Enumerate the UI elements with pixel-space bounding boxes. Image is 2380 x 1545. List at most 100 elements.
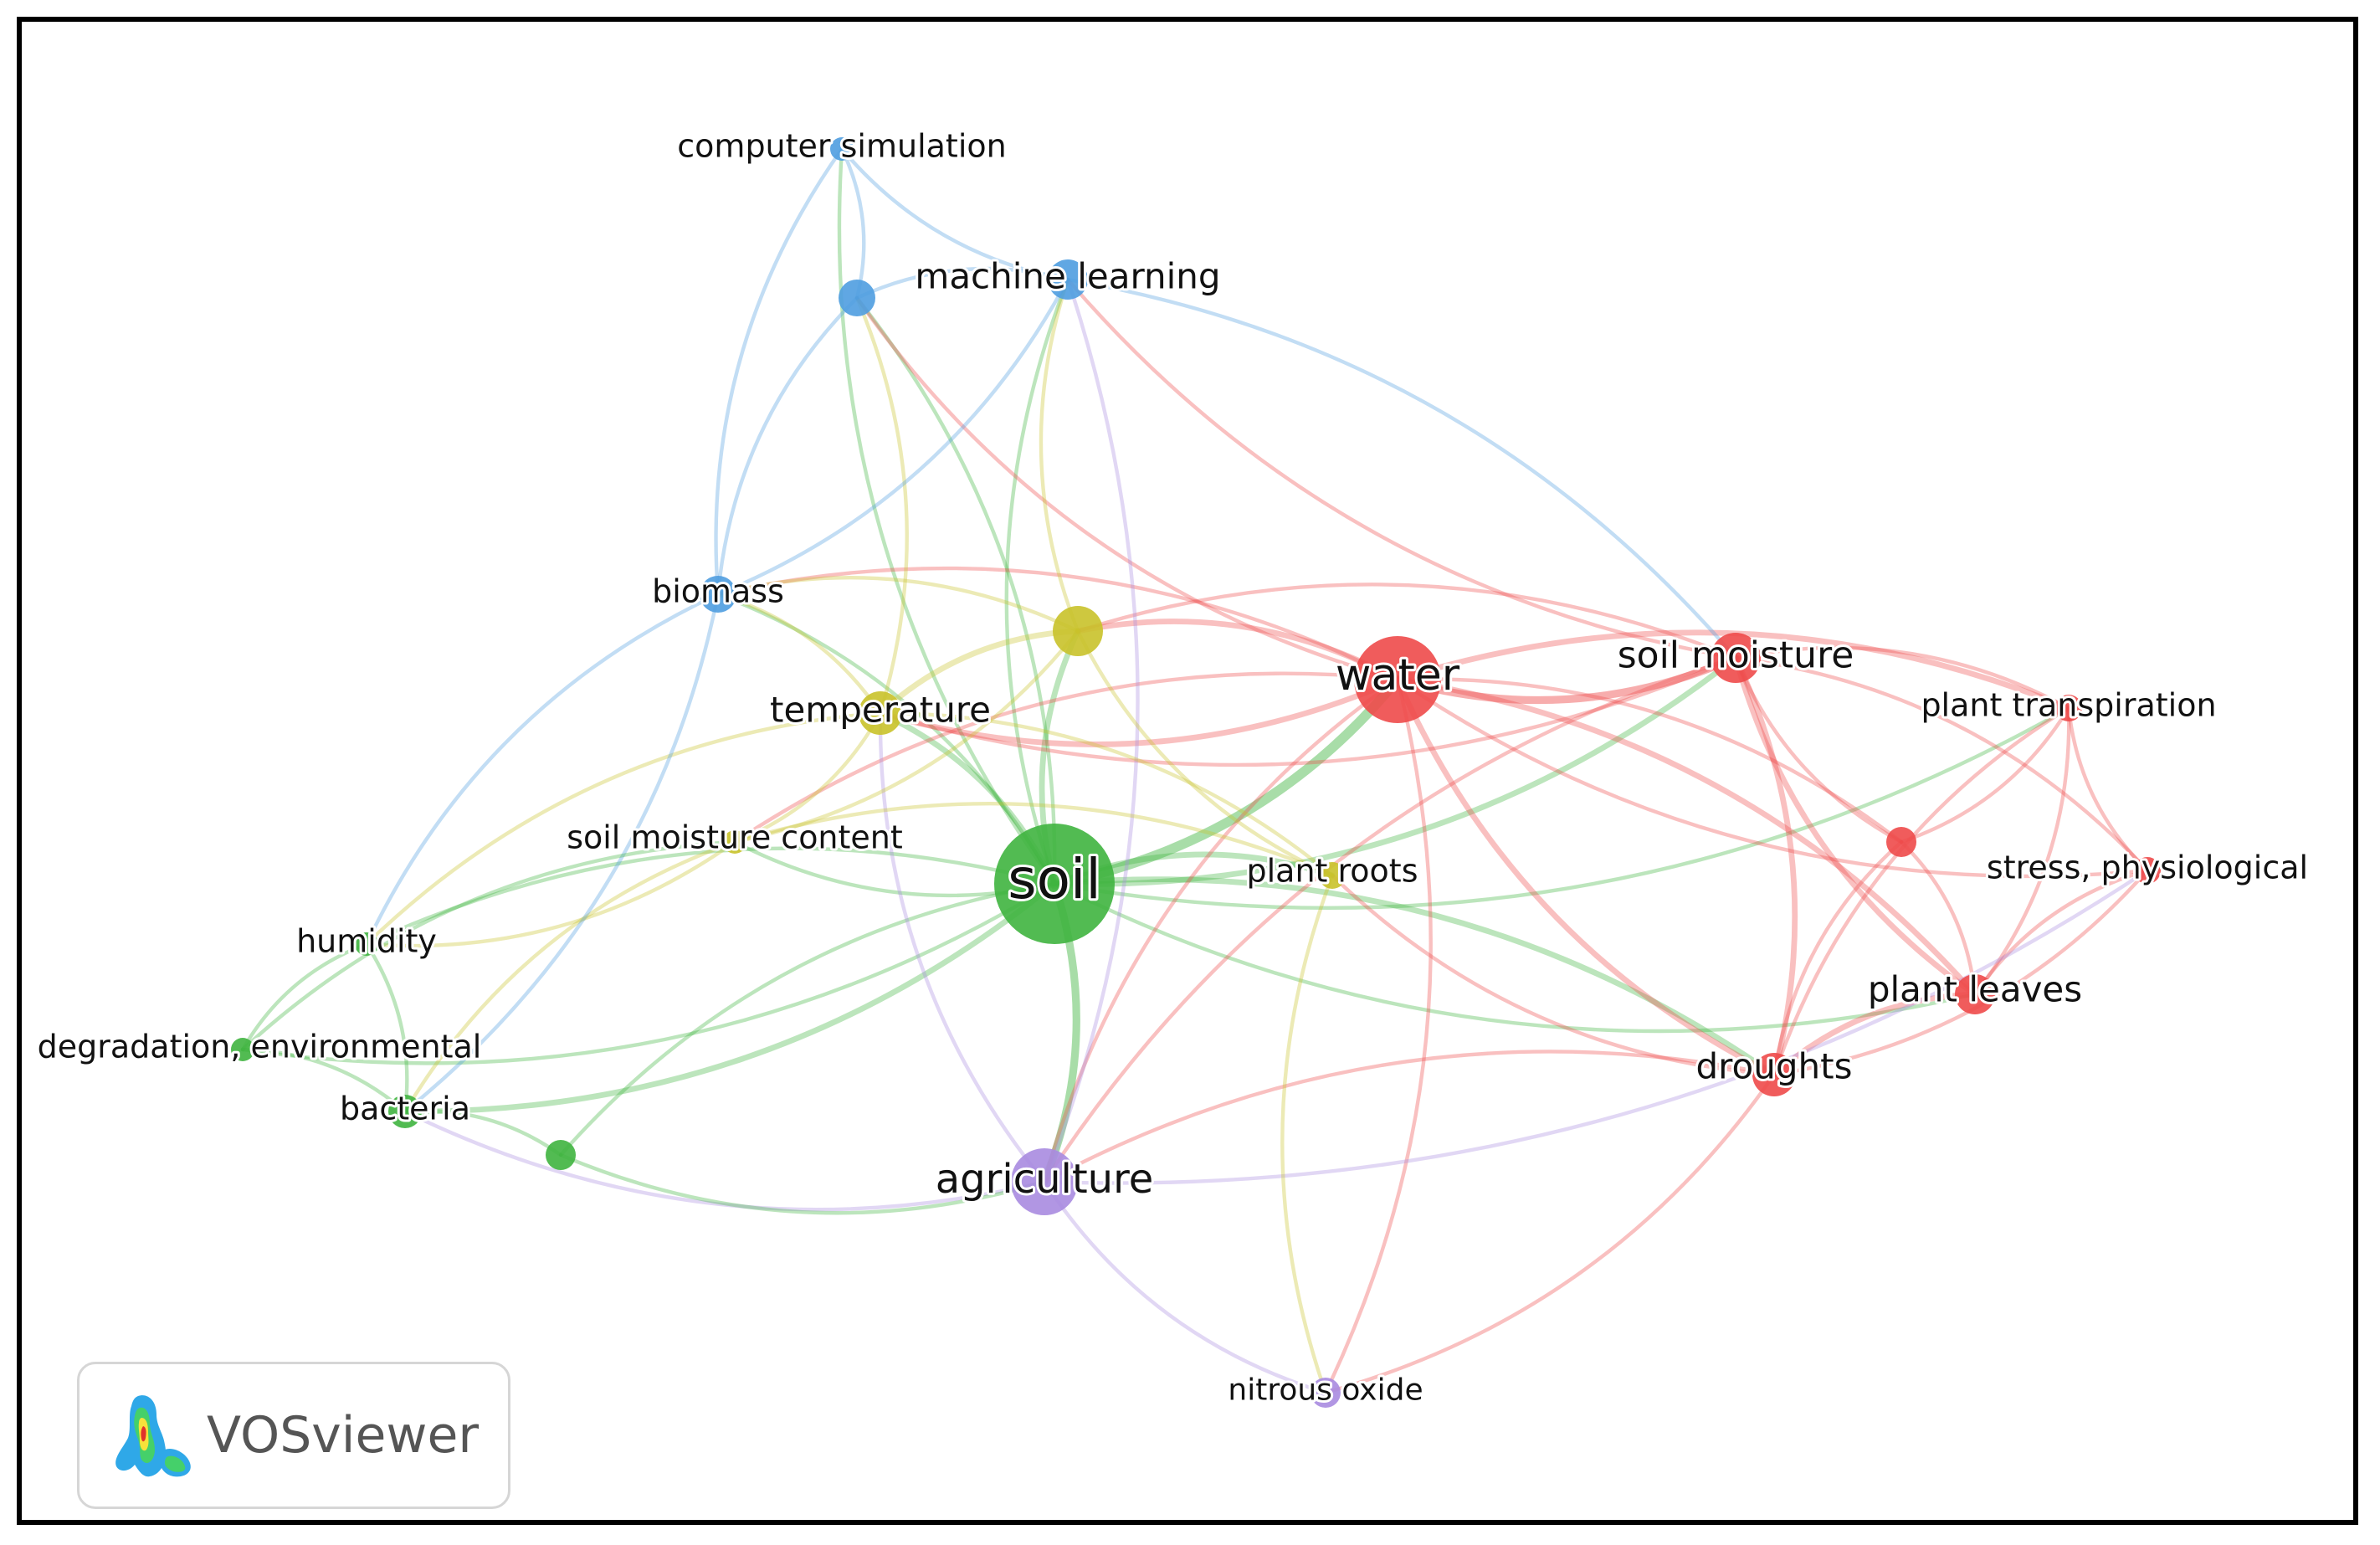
node-label-temperature: temperature [770, 690, 991, 731]
node-label-stress-physiological: stress, physiological [1987, 849, 2308, 885]
edge-soil-bacteria [402, 880, 1058, 1115]
edge-soil_moisture-plant_transpiration [1733, 645, 2071, 711]
node-droughts[interactable] [1752, 1053, 1796, 1096]
edge-droughts-nitrous_oxide [1323, 1072, 1777, 1395]
node-nitrous-oxide[interactable] [1311, 1378, 1341, 1408]
edge-yellow_unlabeled-plant_roots [1075, 629, 1335, 878]
edge-humidity-degradation_environmental [240, 942, 369, 1052]
edge-soil_moisture_content-bacteria [403, 839, 737, 1114]
edge-water-blue_unlabeled [854, 295, 1400, 682]
keyword-network: computer simulation machine learning bioma… [35, 125, 2311, 1409]
edge-plant_transpiration-red_unlabeled [1899, 706, 2071, 844]
edge-layer [240, 146, 2150, 1395]
edge-soil_moisture_content-plant_roots [732, 801, 1335, 878]
node-label-computer-simulation: computer simulation [677, 127, 1006, 164]
edge-soil-computer_simulation [837, 146, 1057, 886]
edge-biomass-blue_unlabeled [716, 295, 859, 597]
edge-water-stress_physiological [1395, 677, 2150, 879]
node-label-plant-roots: plant roots [1246, 852, 1418, 889]
edge-biomass-humidity [364, 592, 721, 947]
node-soil-moisture[interactable] [1711, 633, 1761, 683]
edge-soil-droughts [1051, 876, 1777, 1078]
node-label-humidity: humidity [296, 922, 437, 959]
node-plant-transpiration[interactable] [2055, 695, 2082, 721]
node-label-machine-learning: machine learning [915, 256, 1220, 297]
edge-water-droughts [1394, 676, 1777, 1078]
node-bacteria[interactable] [388, 1095, 422, 1128]
edge-temperature-yellow_unlabeled [877, 628, 1081, 716]
edge-bacteria-degradation_environmental [240, 1047, 408, 1114]
vosviewer-logo-icon [115, 1395, 191, 1477]
edge-bacteria-green_unlabeled [403, 1108, 563, 1157]
node-label-soil-moisture-content: soil moisture content [567, 819, 903, 855]
node-stress-physiological[interactable] [2134, 857, 2161, 884]
edge-soil_moisture-stress_physiological [1733, 655, 2150, 873]
vosviewer-logo-text: VOSviewer [207, 1406, 480, 1465]
node-label-agriculture: agriculture [936, 1156, 1154, 1203]
edge-soil_moisture-plant_leaves [1732, 654, 1978, 998]
node-red-unlabeled[interactable] [1886, 827, 1916, 857]
edge-soil_moisture-temperature [878, 655, 1738, 767]
edge-temperature-soil_moisture_content [732, 711, 883, 844]
node-soil-moisture-content[interactable] [723, 830, 746, 854]
node-soil[interactable] [994, 824, 1115, 944]
edge-temperature-biomass [716, 592, 883, 716]
edge-water-temperature [877, 676, 1401, 747]
edge-soil-plant_transpiration [1052, 706, 2071, 910]
edge-temperature-plant_roots [878, 711, 1335, 878]
edge-soil_moisture-red_unlabeled [1733, 655, 1904, 844]
node-temperature[interactable] [859, 691, 902, 735]
edge-droughts-plant_roots [1330, 873, 1777, 1077]
node-label-water: water [1336, 650, 1460, 701]
node-plant-leaves[interactable] [1955, 974, 1995, 1014]
edge-humidity-bacteria [364, 942, 409, 1114]
edge-droughts-agriculture [1042, 1050, 1777, 1184]
edge-soil-plant_leaves [1052, 881, 1977, 1034]
edge-plant_transpiration-droughts [1772, 706, 2071, 1077]
edge-water-biomass [716, 566, 1400, 682]
edge-water-red_unlabeled [1395, 677, 1904, 844]
node-computer-simulation[interactable] [830, 137, 854, 161]
node-biomass[interactable] [700, 576, 736, 613]
edge-soil_moisture_content-humidity [364, 839, 737, 948]
node-label-plant-transpiration: plant transpiration [1921, 686, 2216, 723]
edge-blue_unlabeled-computer_simulation [839, 146, 866, 300]
figure-frame: computer simulation machine learning bioma… [17, 17, 2358, 1525]
node-yellow-unlabeled[interactable] [1053, 606, 1103, 656]
node-green-unlabeled[interactable] [546, 1140, 576, 1170]
edge-soil-soil_moisture [1051, 654, 1739, 887]
node-degradation-environmental[interactable] [231, 1038, 254, 1061]
edge-machine_learning-computer_simulation [839, 146, 1070, 282]
edge-yellow_unlabeled-machine_learning [1039, 277, 1080, 634]
vosviewer-logo: VOSviewer [77, 1362, 510, 1509]
edge-degradation_environmental-soil_moisture_content [240, 839, 737, 1052]
edge-plant_leaves-red_unlabeled [1899, 839, 1977, 997]
edge-agriculture-stress_physiological [1042, 868, 2150, 1185]
edge-droughts-red_unlabeled [1772, 839, 1904, 1077]
edge-soil-degradation_environmental [240, 881, 1057, 1065]
label-layer: computer simulation machine learning bioma… [35, 125, 2311, 1409]
node-blue-unlabeled[interactable] [839, 280, 875, 316]
edge-water-plant_leaves [1394, 676, 1978, 998]
edge-water-nitrous_oxide [1323, 677, 1433, 1395]
edge-machine_learning-soil_moisture [1065, 277, 1738, 660]
node-label-soil-moisture: soil moisture [1618, 634, 1854, 676]
node-humidity[interactable] [355, 932, 378, 956]
node-label-plant-leaves: plant leaves [1868, 969, 2082, 1010]
node-plant-roots[interactable] [1319, 862, 1346, 889]
node-machine-learning[interactable] [1048, 259, 1088, 300]
edge-soil_moisture-agriculture [1042, 655, 1738, 1184]
node-water[interactable] [1354, 636, 1441, 723]
edge-water-yellow_unlabeled [1075, 619, 1401, 683]
node-label-degradation-environmental: degradation, environmental [38, 1028, 482, 1065]
edge-green_unlabeled-agriculture [558, 1152, 1047, 1215]
node-agriculture[interactable] [1011, 1148, 1078, 1215]
edge-soil_moisture-droughts [1732, 654, 1798, 1078]
node-label-biomass: biomass [652, 572, 784, 609]
edge-plant_roots-nitrous_oxide [1280, 873, 1335, 1395]
edge-soil-humidity [364, 846, 1057, 947]
edge-temperature-humidity [364, 711, 883, 947]
edge-plant_leaves-stress_physiological [1972, 868, 2150, 997]
node-label-nitrous-oxide: nitrous oxide [1228, 1373, 1423, 1408]
edge-soil_moisture-yellow_unlabeled [1075, 583, 1738, 660]
